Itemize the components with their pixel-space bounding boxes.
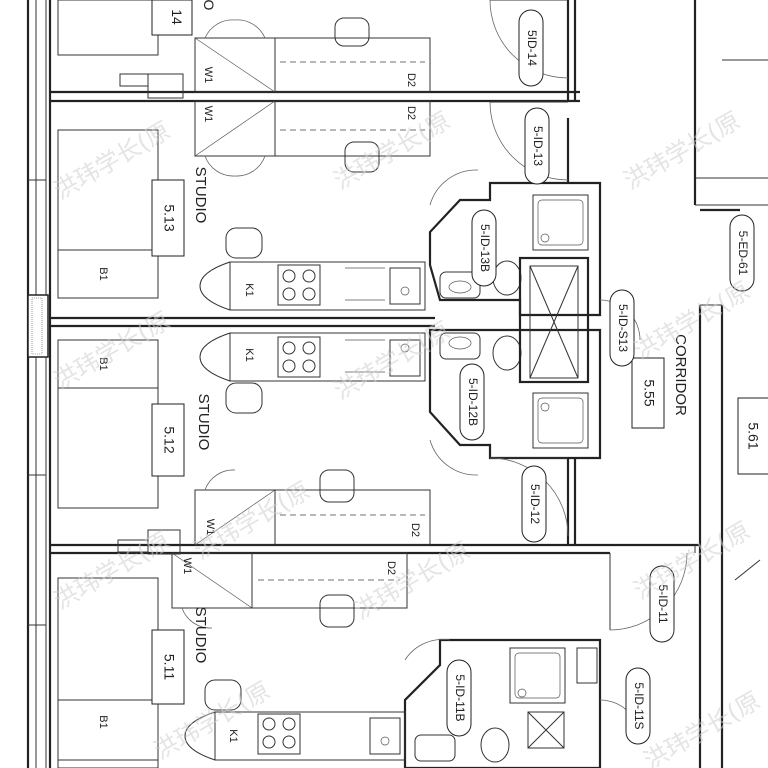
exterior-facade: [26, 0, 52, 768]
room-number-5-11: 5.11: [161, 654, 177, 680]
furniture-codes: W1 W1 W1 W1 D2 D2 D2 D2 K1 K1 K1 B1 B1 B…: [97, 67, 421, 743]
watermark-text: 洪玮学长(原: [329, 316, 455, 405]
room-tags: 14 O 5.13 STUDIO 5.12 STUDIO 5.11 STUDIO…: [151, 0, 768, 705]
watermark-text: 洪玮学长(原: [49, 526, 175, 615]
room-name-5-11: STUDIO: [192, 607, 209, 664]
code-k1: K1: [243, 283, 255, 296]
bathroom-pod-bottom: [403, 638, 602, 768]
door-tag-5-id-12b: 5-ID-12B: [466, 378, 480, 426]
code-b1: B1: [97, 715, 109, 728]
bathroom-pod-lower: [428, 328, 602, 460]
code-w1: W1: [202, 67, 214, 84]
door-tag-5-id-13b: 5-ID-13B: [478, 224, 492, 272]
watermark-text: 洪玮学长(原: [639, 686, 765, 768]
watermark-text: 洪玮学长(原: [49, 306, 175, 395]
watermark-text: 洪玮学长(原: [629, 516, 755, 605]
desk-units: [251, 17, 431, 628]
room-number-5-12: 5.12: [161, 426, 177, 453]
room-name-14: O: [201, 0, 217, 11]
watermark-text: 洪玮学长(原: [349, 536, 475, 625]
code-d2: D2: [409, 523, 421, 537]
room-number-5-13: 5.13: [161, 204, 177, 231]
code-w1: W1: [202, 106, 214, 123]
door-tag-5-id-11s: 5-ID-11S: [632, 682, 646, 729]
room-name-5-13: STUDIO: [192, 167, 209, 224]
watermark-text: 洪玮学长(原: [629, 276, 755, 365]
room-number-5-55: 5.55: [641, 379, 657, 406]
door-tag-5id-14: 5ID-14: [525, 30, 539, 66]
corridor-walls: [566, 0, 768, 768]
code-d2: D2: [405, 73, 417, 87]
kitchenette-units: [184, 227, 426, 761]
door-tag-5-id-11b: 5-ID-11B: [453, 674, 467, 721]
code-d2: D2: [405, 106, 417, 120]
watermark-text: 洪玮学长(原: [329, 106, 455, 195]
watermark-text: 洪玮学长(原: [619, 106, 745, 195]
door-tag-5-id-12: 5-ID-12: [528, 484, 542, 524]
code-w1: W1: [181, 558, 193, 575]
bathroom-pod-upper: [428, 181, 602, 317]
code-k1: K1: [243, 348, 255, 361]
code-b1: B1: [97, 267, 109, 280]
room-number-14: 14: [169, 9, 185, 25]
wardrobe-units: [171, 19, 276, 629]
door-tags: 5ID-14 5-ID-13 5-ID-13B 5-ID-S13 5-ID-12…: [446, 9, 755, 745]
door-tag-5-id-11: 5-ID-11: [656, 584, 670, 623]
code-k1: K1: [227, 729, 239, 742]
riser-shaft: [518, 256, 590, 384]
door-tag-5-id-13: 5-ID-13: [531, 126, 545, 166]
code-b1: B1: [97, 357, 109, 370]
door-tag-5-id-s13: 5-ID-S13: [616, 304, 630, 352]
door-tag-5-ed-61: 5-ED-61: [736, 231, 750, 276]
door-swings: [404, 0, 761, 741]
room-number-5-61: 5.61: [745, 422, 761, 449]
room-name-5-12: STUDIO: [195, 394, 212, 451]
code-w1: W1: [204, 519, 216, 536]
code-d2: D2: [385, 561, 397, 575]
room-name-corridor: CORRIDOR: [672, 334, 689, 416]
